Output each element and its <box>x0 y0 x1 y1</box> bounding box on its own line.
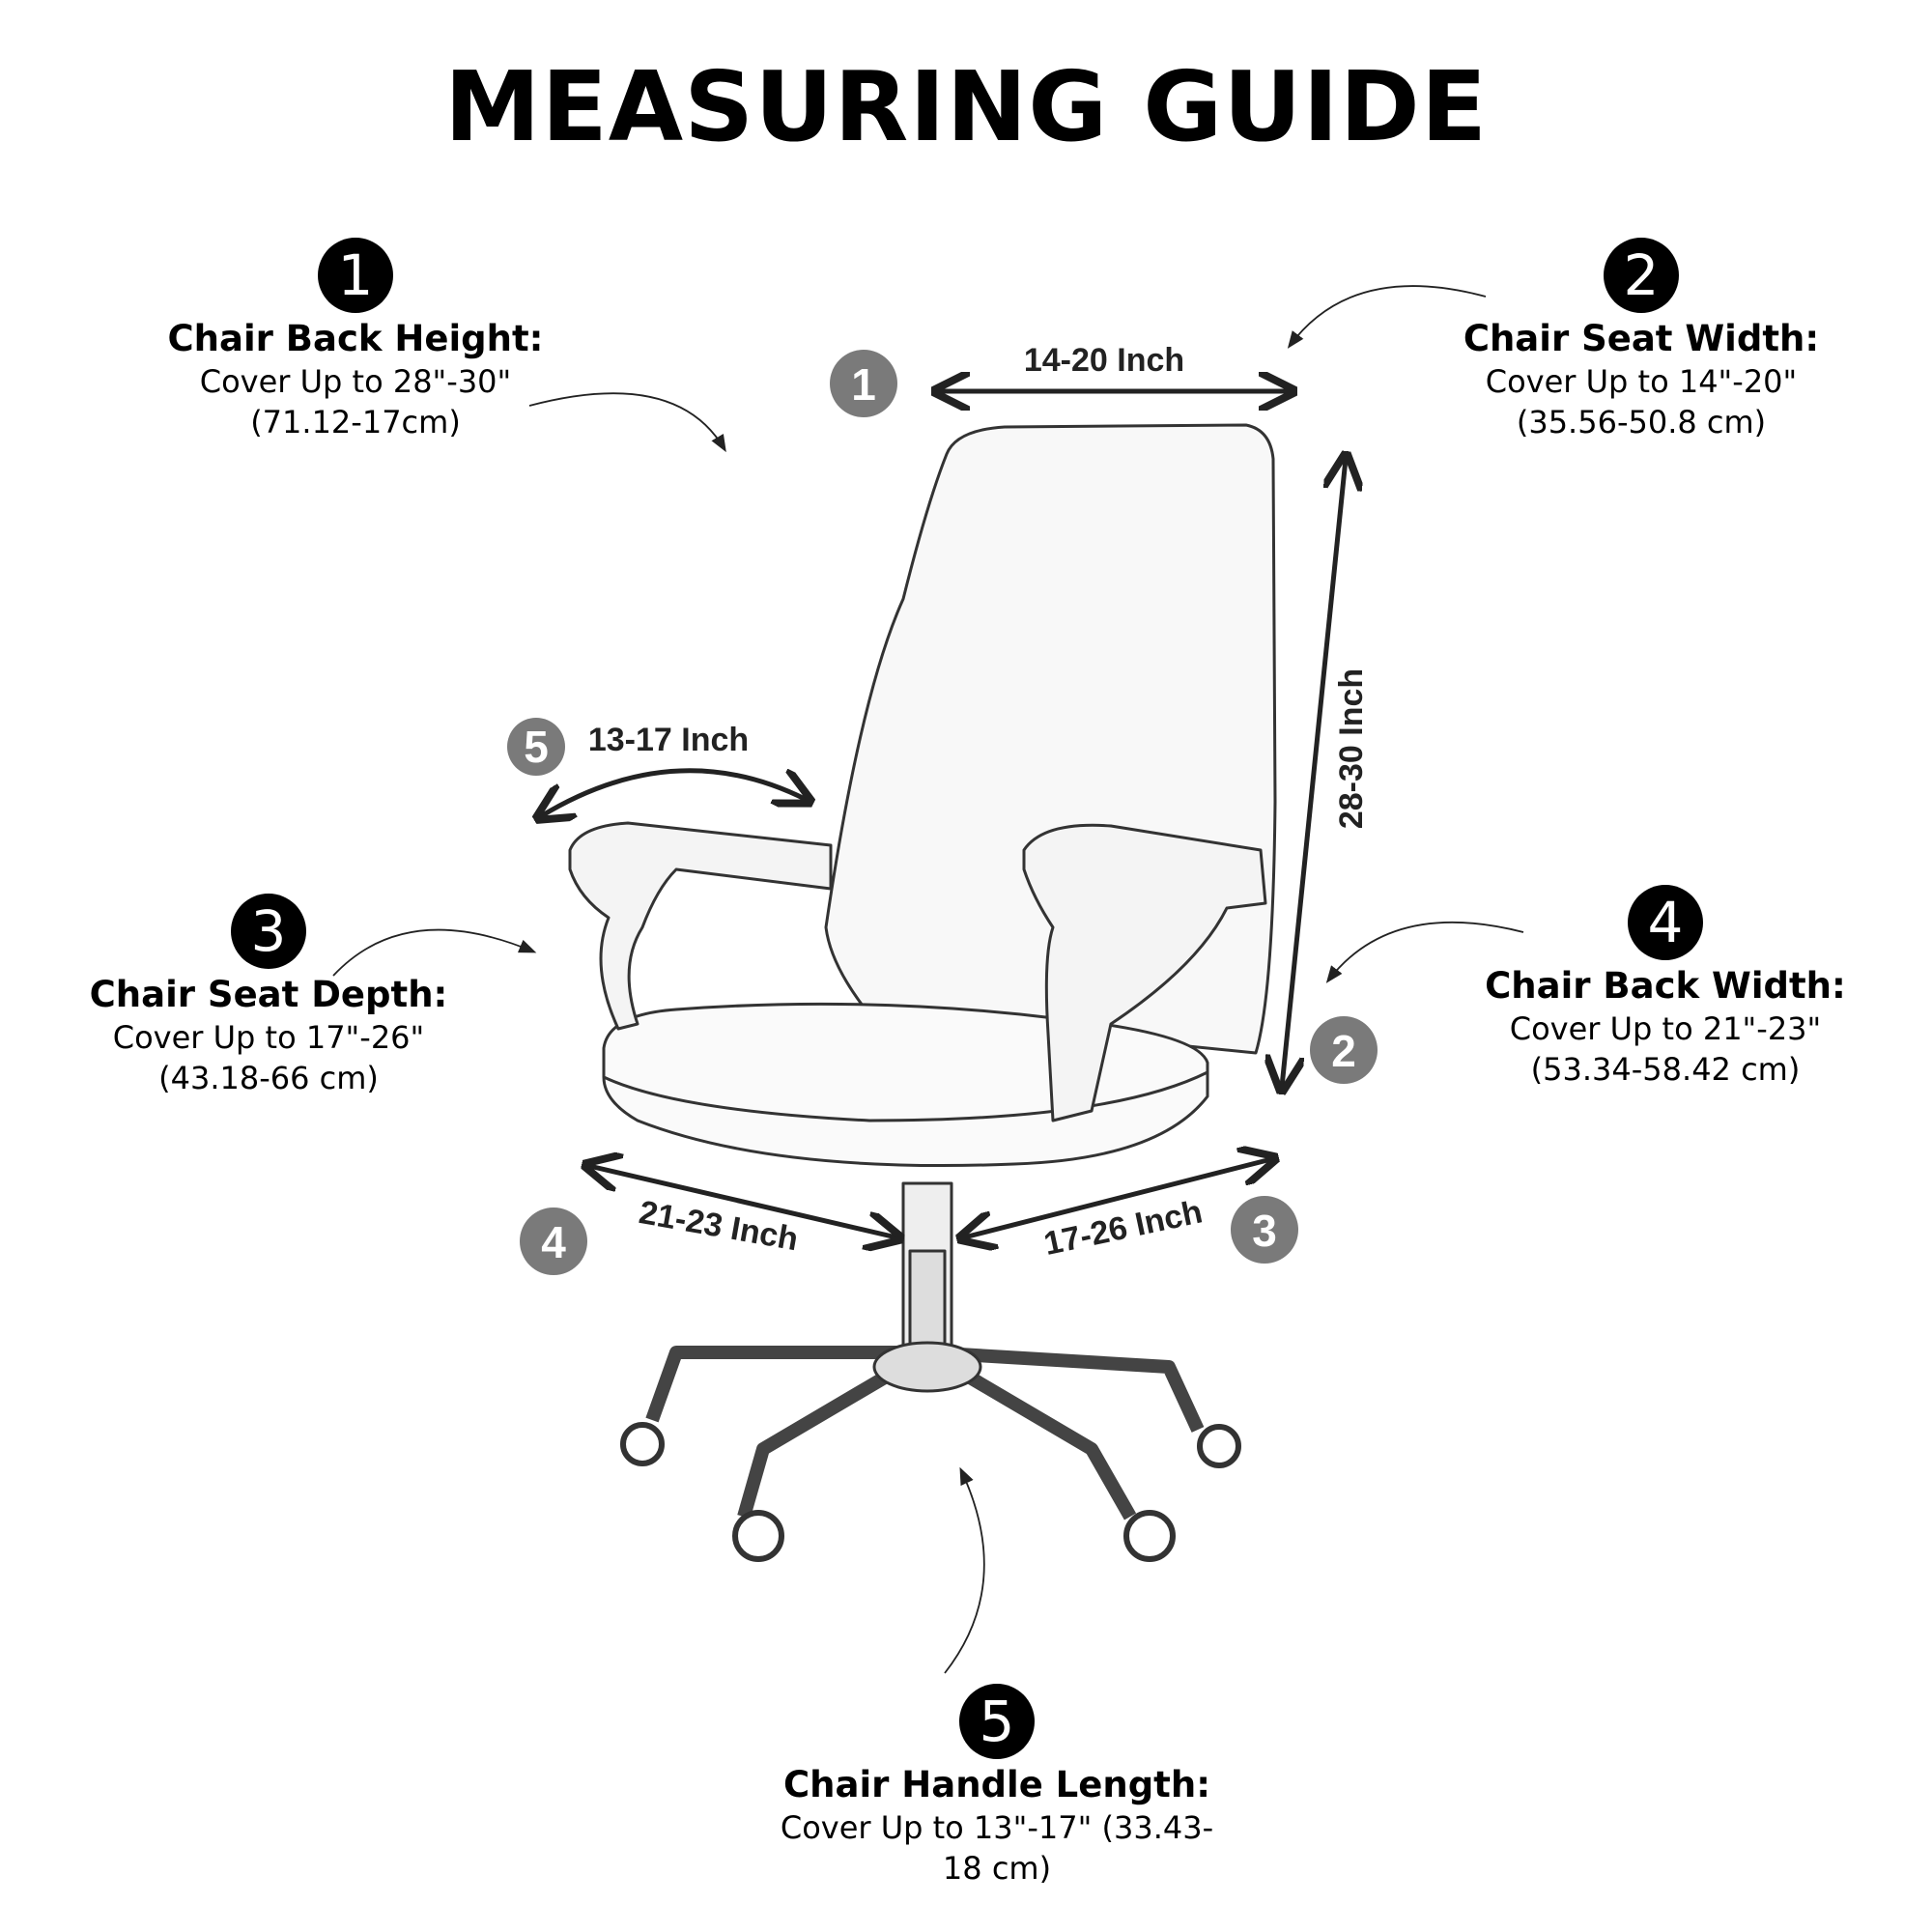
section-heading: Chair Seat Width: <box>1463 318 1820 359</box>
dimension-label-3: 17-26 Inch <box>1040 1193 1206 1263</box>
section-line: 18 cm) <box>942 1850 1052 1887</box>
section-line: Cover Up to 17"-26" <box>112 1019 425 1056</box>
marker-4: 4 <box>520 1208 587 1275</box>
section-line: (43.18-66 cm) <box>158 1060 379 1096</box>
section-heading: Chair Back Height: <box>167 318 544 359</box>
chair-seat <box>602 1002 1209 1168</box>
number-badge: 1 <box>318 238 393 313</box>
section-line: Cover Up to 28"-30" <box>199 363 512 400</box>
section-back-width: 4 Chair Back Width: Cover Up to 21"-23" … <box>1414 885 1917 1090</box>
section-line: (53.34-58.42 cm) <box>1530 1051 1801 1088</box>
section-line: (71.12-17cm) <box>250 404 461 440</box>
dimension-label-2: 28-30 Inch <box>1333 668 1370 829</box>
section-heading: Chair Back Width: <box>1485 965 1846 1007</box>
section-heading: Chair Handle Length: <box>782 1764 1210 1805</box>
section-line: Cover Up to 21"-23" <box>1509 1010 1822 1047</box>
dimension-label-5: 13-17 Inch <box>588 722 749 758</box>
number-badge: 4 <box>1628 885 1703 960</box>
section-line: Cover Up to 13"-17" (33.43- <box>780 1809 1214 1846</box>
section-line: (35.56-50.8 cm) <box>1516 404 1767 440</box>
dimension-label-1: 14-20 Inch <box>1024 342 1184 379</box>
page-title: MEASURING GUIDE <box>443 50 1489 163</box>
chair-base <box>645 1346 1205 1520</box>
marker-number: 3 <box>1252 1206 1277 1256</box>
caster-wheels <box>620 1422 1241 1562</box>
section-handle-length: 5 Chair Handle Length: Cover Up to 13"-1… <box>726 1684 1267 1889</box>
marker-number: 5 <box>524 722 549 772</box>
number-badge: 3 <box>231 894 306 969</box>
marker-number: 1 <box>851 359 876 410</box>
marker-2: 2 <box>1310 1016 1378 1084</box>
number-badge: 2 <box>1604 238 1679 313</box>
section-seat-depth: 3 Chair Seat Depth: Cover Up to 17"-26" … <box>17 894 520 1098</box>
section-seat-width: 2 Chair Seat Width: Cover Up to 14"-20" … <box>1390 238 1892 442</box>
left-armrest <box>568 821 833 1031</box>
marker-number: 2 <box>1331 1026 1356 1076</box>
marker-5: 5 <box>507 718 565 776</box>
dimension-label-4: 21-23 Inch <box>637 1194 801 1258</box>
number-badge: 5 <box>959 1684 1035 1759</box>
chair-sketch <box>568 423 1277 1562</box>
section-line: Cover Up to 14"-20" <box>1485 363 1798 400</box>
right-armrest <box>1022 823 1267 1122</box>
marker-number: 4 <box>541 1217 566 1267</box>
section-back-height: 1 Chair Back Height: Cover Up to 28"-30"… <box>104 238 607 442</box>
marker-3: 3 <box>1231 1196 1298 1264</box>
marker-1: 1 <box>830 350 897 417</box>
section-heading: Chair Seat Depth: <box>89 974 448 1015</box>
